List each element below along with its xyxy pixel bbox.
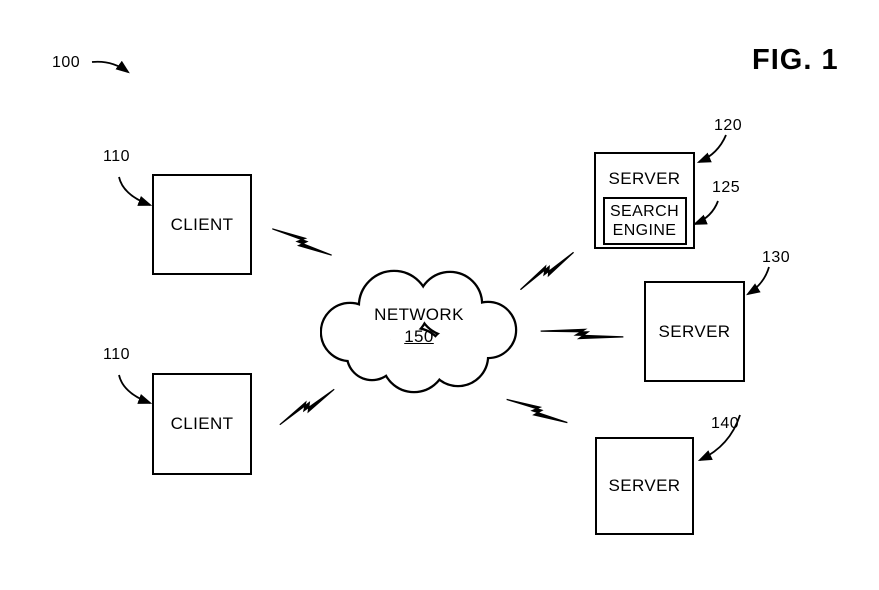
lightning-bolt-icon	[506, 398, 568, 424]
ref-label-125: 125	[712, 179, 741, 196]
ref-label-150: 150	[404, 326, 434, 346]
arrow-140-icon	[697, 414, 741, 461]
arrow-125-icon	[692, 200, 719, 225]
lightning-bolt-icon	[519, 251, 575, 291]
server-bottom-box: SERVER	[595, 437, 694, 535]
cloud-icon	[320, 269, 518, 394]
ref-label-140: 140	[711, 415, 740, 432]
server-mid-box: SERVER	[644, 281, 745, 382]
network-label: NETWORK	[374, 304, 464, 324]
client-top-label: CLIENT	[170, 214, 234, 234]
search-engine-label-line2: ENGINE	[612, 222, 677, 239]
search-engine-box: SEARCH ENGINE	[602, 197, 687, 245]
server-top-box: SERVER SEARCH ENGINE	[594, 152, 695, 249]
ref-label-110-bottom: 110	[103, 346, 131, 363]
client-bottom-box: CLIENT	[152, 373, 252, 475]
ref-label-110-top: 110	[103, 148, 131, 165]
figure-title: FIG. 1	[752, 44, 839, 76]
arrow-110-top-icon	[118, 176, 153, 206]
arrow-110-bottom-icon	[118, 374, 153, 404]
lightning-bolt-icon	[279, 388, 335, 426]
ref-label-130: 130	[762, 249, 791, 266]
arrow-100-icon	[91, 60, 130, 74]
server-mid-label: SERVER	[658, 321, 731, 341]
search-engine-label-line1: SEARCH	[609, 203, 680, 220]
arrow-130-icon	[746, 266, 770, 296]
client-top-box: CLIENT	[152, 174, 252, 275]
arrow-120-icon	[696, 134, 727, 163]
ref-label-120: 120	[714, 117, 743, 134]
client-bottom-label: CLIENT	[170, 414, 234, 433]
server-bottom-label: SERVER	[608, 476, 681, 495]
lightning-bolt-icon	[540, 328, 624, 340]
server-top-label: SERVER	[608, 169, 681, 188]
network-cloud: NETWORK 150	[320, 263, 518, 394]
ref-label-100: 100	[52, 54, 81, 71]
lightning-bolt-icon	[272, 228, 333, 256]
